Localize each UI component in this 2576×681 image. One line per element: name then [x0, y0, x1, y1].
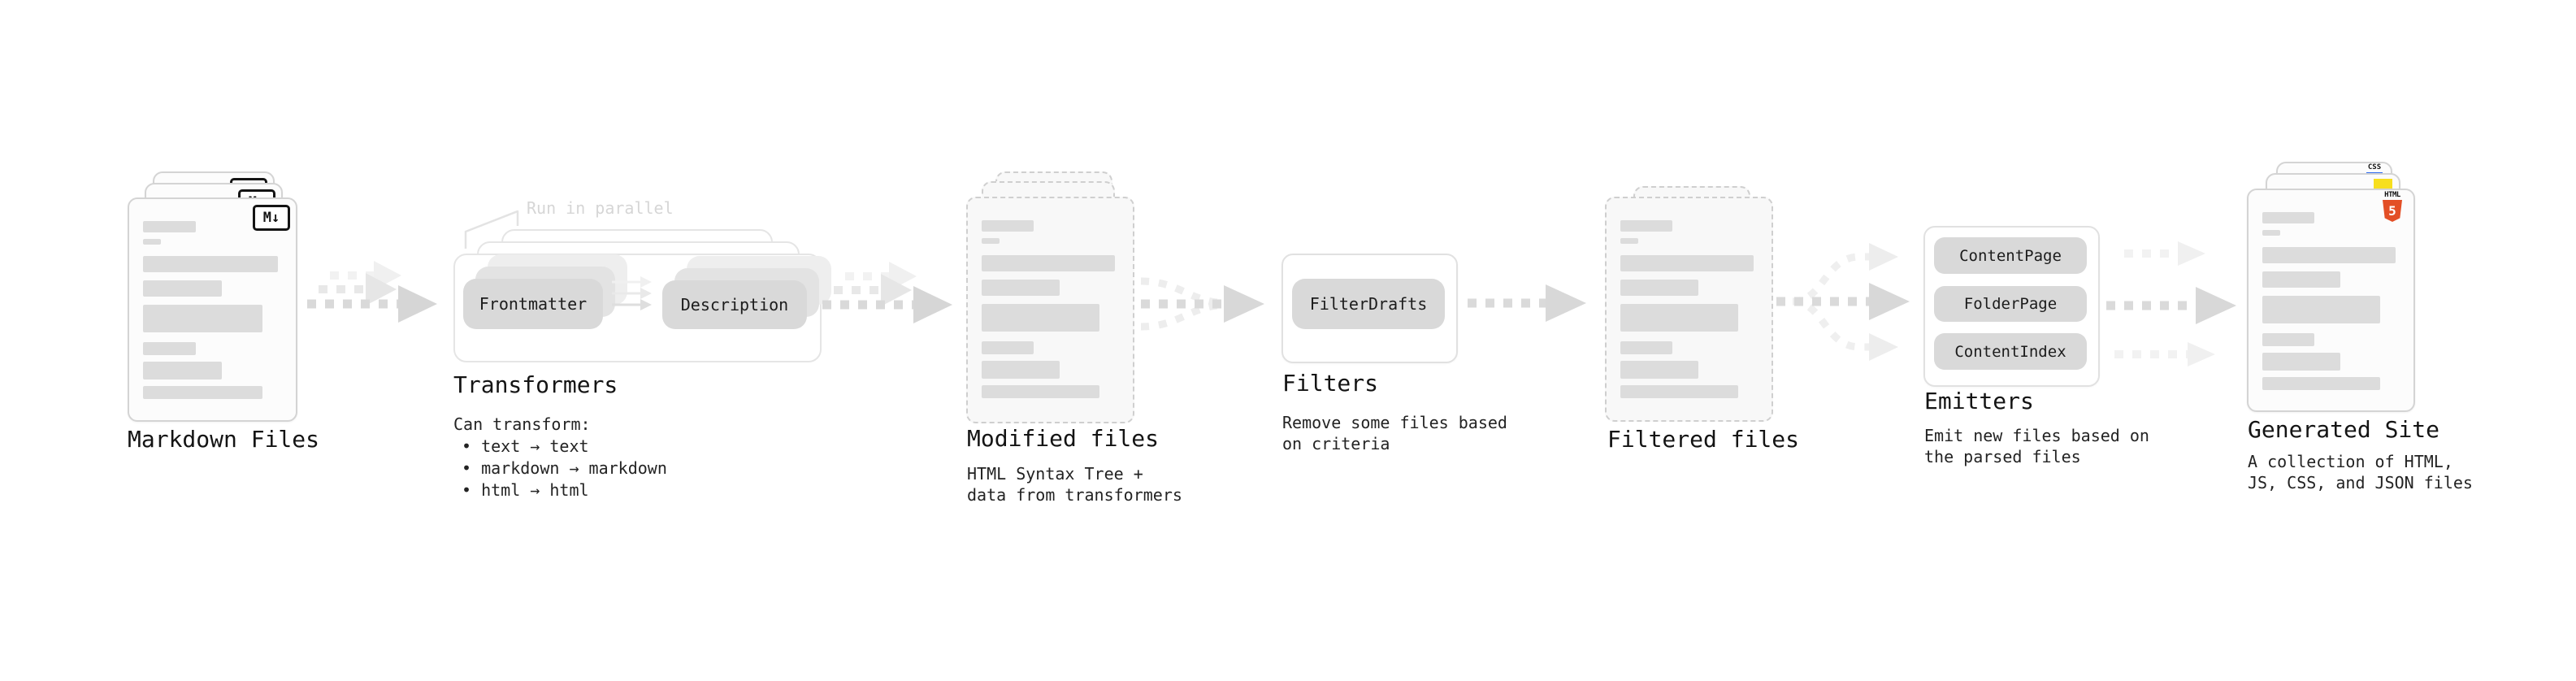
- text-line-placeholder: [1620, 255, 1754, 271]
- text-line-placeholder: [1620, 304, 1739, 332]
- document-text-placeholder: [2262, 212, 2400, 390]
- text-line-placeholder: [143, 280, 223, 297]
- filters-desc: on criteria: [1282, 434, 1390, 453]
- text-line-placeholder: [982, 238, 1000, 244]
- markdown-files-title: Markdown Files: [128, 426, 320, 453]
- flow-arrow-transformers-to-modified: [822, 262, 952, 323]
- markdown-files-stack: M↓ M↓ M↓: [128, 171, 306, 423]
- text-line-placeholder: [1620, 341, 1673, 354]
- emitters-title: Emitters: [1924, 388, 2034, 414]
- text-line-placeholder: [1620, 220, 1673, 232]
- emitters-desc: Emit new files based on: [1924, 426, 2149, 445]
- text-line-placeholder: [2262, 271, 2341, 288]
- filtered-file-card-front: [1605, 197, 1773, 422]
- markdown-icon-label: M↓: [262, 209, 280, 226]
- text-line-placeholder: [982, 361, 1060, 379]
- generated-site-title: Generated Site: [2248, 416, 2440, 443]
- text-line-placeholder: [1620, 385, 1739, 398]
- filtered-files-stack: [1605, 186, 1784, 430]
- modified-files-desc: HTML Syntax Tree +: [967, 464, 1143, 484]
- text-line-placeholder: [1620, 280, 1699, 296]
- html5-icon: HTML 5: [2382, 192, 2403, 222]
- folderpage-node: FolderPage: [1934, 286, 2087, 322]
- text-line-placeholder: [143, 221, 196, 232]
- emitters-desc: the parsed files: [1924, 447, 2081, 466]
- description-node: Description: [662, 280, 807, 329]
- text-line-placeholder: [143, 239, 162, 245]
- text-line-placeholder: [982, 304, 1100, 332]
- flow-arrow-filtered-to-emitters: [1776, 243, 1910, 361]
- css-icon-label: CSS: [2367, 163, 2382, 171]
- folderpage-node-label: FolderPage: [1963, 295, 2058, 313]
- transformers-desc: Can transform:: [453, 414, 591, 434]
- html5-icon-shield: 5: [2383, 200, 2402, 222]
- text-line-placeholder: [2262, 230, 2280, 236]
- text-line-placeholder: [143, 256, 278, 272]
- text-line-placeholder: [2262, 212, 2315, 223]
- html5-icon-label: HTML: [2384, 191, 2400, 199]
- text-line-placeholder: [2262, 377, 2381, 390]
- text-line-placeholder: [2262, 296, 2381, 323]
- markdown-icon: M↓: [253, 205, 290, 231]
- frontmatter-node-label: Frontmatter: [479, 294, 588, 314]
- text-line-placeholder: [982, 341, 1034, 354]
- frontmatter-node: Frontmatter: [463, 279, 603, 329]
- filterdrafts-node: FilterDrafts: [1292, 279, 1445, 329]
- text-line-placeholder: [2262, 247, 2396, 263]
- document-text-placeholder: [982, 220, 1119, 398]
- text-line-placeholder: [143, 342, 196, 355]
- flow-arrow-modified-to-filters: [1140, 277, 1264, 331]
- text-line-placeholder: [143, 305, 263, 332]
- flow-arrow-filters-to-filtered: [1468, 284, 1586, 322]
- text-line-placeholder: [143, 362, 223, 380]
- run-in-parallel-annotation: Run in parallel: [527, 198, 674, 218]
- contentpage-node-label: ContentPage: [1959, 246, 2062, 265]
- filtered-files-title: Filtered files: [1607, 426, 1800, 453]
- filters-desc: Remove some files based: [1282, 413, 1507, 432]
- text-line-placeholder: [1620, 238, 1638, 244]
- transformers-bullet: • html → html: [462, 480, 589, 500]
- description-node-label: Description: [680, 295, 789, 314]
- text-line-placeholder: [982, 385, 1100, 398]
- modified-files-stack: [966, 171, 1145, 423]
- js-icon: [2374, 179, 2392, 189]
- text-line-placeholder: [2262, 353, 2341, 371]
- transformers-title: Transformers: [453, 371, 618, 398]
- contentindex-node: ContentIndex: [1934, 333, 2087, 370]
- filters-title: Filters: [1282, 370, 1379, 397]
- generated-site-desc: JS, CSS, and JSON files: [2248, 473, 2473, 492]
- html-file-card: [2247, 189, 2415, 412]
- filterdrafts-node-label: FilterDrafts: [1309, 294, 1428, 314]
- transformers-bullet: • text → text: [462, 436, 589, 456]
- contentpage-node: ContentPage: [1934, 237, 2087, 274]
- flow-arrow-markdown-to-transformers: [307, 261, 437, 323]
- document-text-placeholder: [143, 221, 282, 399]
- transformers-bullet: • markdown → markdown: [462, 458, 667, 478]
- text-line-placeholder: [1620, 361, 1699, 379]
- modified-file-card-front: [966, 197, 1134, 423]
- html5-icon-number: 5: [2388, 202, 2396, 219]
- modified-files-desc: data from transformers: [967, 485, 1182, 505]
- generated-site-stack: CSS HTML 5: [2247, 162, 2426, 414]
- flow-arrow-emitters-to-generated: [2106, 241, 2236, 367]
- contentindex-node-label: ContentIndex: [1954, 342, 2066, 361]
- text-line-placeholder: [982, 255, 1115, 271]
- text-line-placeholder: [143, 386, 263, 399]
- text-line-placeholder: [982, 280, 1060, 296]
- document-text-placeholder: [1620, 220, 1758, 398]
- text-line-placeholder: [2262, 333, 2315, 346]
- modified-files-title: Modified files: [967, 425, 1160, 452]
- markdown-file-card-front: [128, 197, 297, 422]
- text-line-placeholder: [982, 220, 1034, 232]
- generated-site-desc: A collection of HTML,: [2248, 452, 2453, 471]
